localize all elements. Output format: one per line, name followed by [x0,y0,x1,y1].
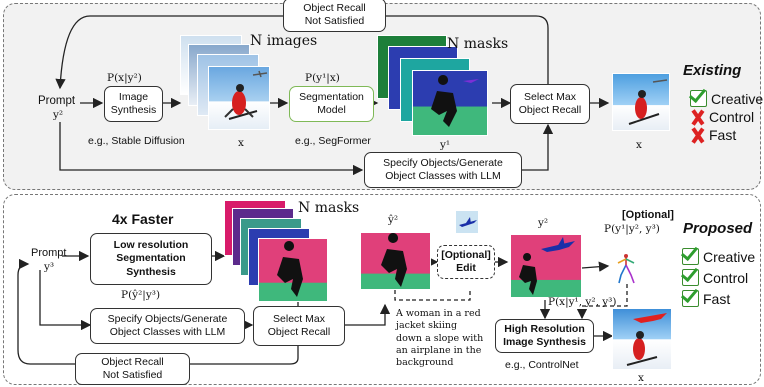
proposed-recall-feedback-text: Object Recall Not Satisfied [101,355,164,381]
proposed-legend-control-label: Control [703,269,749,286]
check-icon [682,248,699,265]
faster-label: 4x Faster [112,211,174,227]
proposed-select-max-box: Select Max Object Recall [253,306,345,346]
image-synthesis-box: Image Synthesis [104,86,163,122]
optional-edit-box: [Optional] Edit [437,245,495,279]
yhat2-image [360,232,431,290]
highres-synthesis-text: High Resolution Image Synthesis [503,322,586,348]
prob-optional: P(y¹|y², y³) [604,223,660,235]
existing-legend-fast-label: Fast [709,127,737,143]
existing-select-max-box: Select Max Object Recall [510,84,590,124]
generated-image-front [208,66,270,130]
existing-output-x: x [636,139,642,151]
y2-image [510,234,582,298]
proposed-output-image [612,308,672,370]
existing-specify-llm-box: Specify Objects/Generate Object Classes … [364,152,522,188]
highres-example: e.g., ControlNet [505,359,579,371]
skier-photo-icon [224,70,268,120]
check-icon [682,290,699,307]
n-images-label: N images [250,33,318,49]
pose-skeleton-icon [617,254,635,284]
proposed-legend-fast-label: Fast [703,290,731,307]
bottom-mask-front [258,238,328,302]
skier-silhouette-icon [381,233,407,287]
existing-prob-image: P(x|y²) [107,72,142,84]
yhat2-label: ŷ² [388,214,399,226]
mask-front [412,70,488,136]
proposed-prompt-label: Prompt [31,247,67,259]
segmentation-model-example: e.g., SegFormer [295,135,371,147]
proposed-select-max-text: Select Max Object Recall [267,312,331,338]
bottom-n-masks-label: N masks [298,200,360,216]
skier-silhouette-icon [277,241,303,297]
existing-y1-label: y¹ [440,139,451,151]
y2-label: y² [538,217,549,229]
existing-output-image [612,73,670,131]
existing-legend-fast: Fast [690,127,736,143]
image-synthesis-example: e.g., Stable Diffusion [88,135,185,147]
airplane-icon [459,217,477,227]
prompt-caption: A woman in a red jacket skiing down a sl… [396,308,484,369]
existing-recall-feedback-text: Object Recall Not Satisfied [303,1,366,27]
skier-silhouette-icon [431,75,479,127]
existing-legend-control-label: Control [709,109,755,125]
proposed-specify-llm-box: Specify Objects/Generate Object Classes … [90,308,245,344]
image-synthesis-text: Image Synthesis [110,90,157,116]
proposed-prompt-symbol: y³ [44,261,55,273]
existing-legend-creative-label: Creative [711,90,764,107]
existing-specify-llm-text: Specify Objects/Generate Object Classes … [383,156,503,182]
existing-select-max-text: Select Max Object Recall [518,90,582,116]
segmentation-model-box: Segmentation Model [289,86,374,122]
proposed-legend-creative: Creative [682,248,755,265]
prob-highres: P(x|y¹, y², y³) [548,296,617,308]
cross-icon [690,110,705,125]
skier-output-icon [626,313,667,366]
existing-prompt-symbol: y² [53,109,64,121]
existing-prompt-label: Prompt [38,95,76,107]
check-icon [690,90,707,107]
skier-with-airplane-mask-icon [519,237,575,295]
lowres-synthesis-box: Low resolution Segmentation Synthesis [90,233,212,285]
proposed-legend-control: Control [682,269,748,286]
existing-prob-seg: P(y¹|x) [305,72,340,84]
lowres-synthesis-text: Low resolution Segmentation Synthesis [113,239,189,278]
proposed-output-x: x [638,372,644,384]
existing-x-label: x [238,137,244,149]
proposed-legend-creative-label: Creative [703,248,756,265]
check-icon [682,269,699,286]
proposed-legend-fast: Fast [682,290,730,307]
airplane-thumbnail [455,210,479,234]
n-masks-label: N masks [447,36,509,52]
highres-synthesis-box: High Resolution Image Synthesis [495,319,594,353]
proposed-specify-llm-text: Specify Objects/Generate Object Classes … [107,312,228,338]
segmentation-model-text: Segmentation Model [299,90,364,116]
prob-lowres: P(ŷ²|y³) [121,289,161,301]
optional-header: [Optional] [622,209,674,221]
proposed-title: Proposed [683,220,753,237]
cross-icon [690,128,705,143]
proposed-recall-feedback-box: Object Recall Not Satisfied [75,353,190,385]
optional-edit-text: [Optional] Edit [441,248,491,274]
existing-legend-control: Control [690,109,754,125]
existing-title: Existing [683,62,742,79]
skier-output-icon [628,79,668,125]
existing-legend-creative: Creative [690,90,763,107]
existing-recall-feedback-box: Object Recall Not Satisfied [283,0,386,32]
